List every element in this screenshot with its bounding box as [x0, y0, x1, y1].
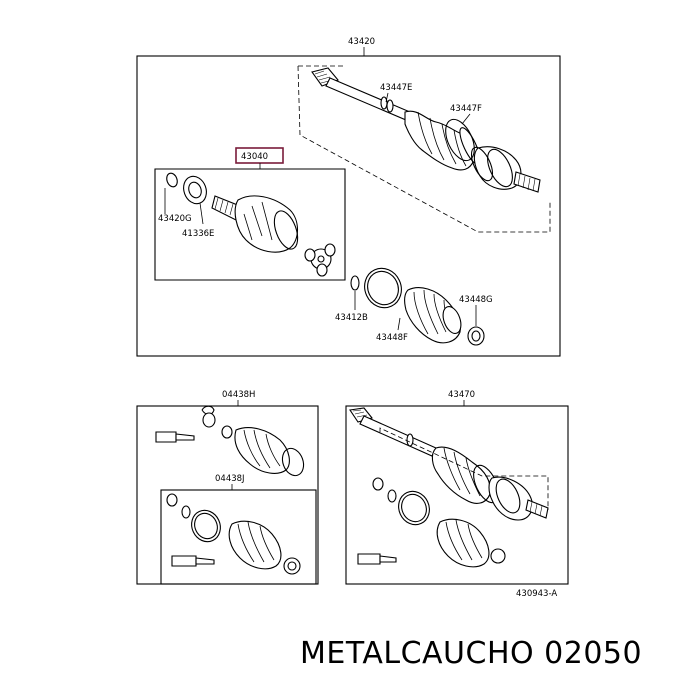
inner-joint-frame: [154, 168, 346, 281]
label-43040: 43040: [241, 152, 268, 162]
inner-cv-housing: [211, 195, 299, 253]
label-43447F: 43447F: [450, 104, 482, 114]
label-43447E: 43447E: [380, 83, 412, 93]
label-43448F: 43448F: [376, 333, 408, 343]
top-frame: [136, 55, 561, 357]
label-43448G: 43448G: [459, 295, 493, 305]
label-43420G: 43420G: [158, 214, 192, 224]
highlight-box-43040: [235, 147, 284, 164]
outer-cv-joint: [470, 146, 541, 193]
bottom-right-panel: 43470 430943-A: [345, 390, 569, 599]
label-43420: 43420: [348, 37, 375, 47]
kit-frame-inner: [160, 489, 317, 585]
label-430943-A: 430943-A: [516, 589, 557, 599]
label-04438J: 04438J: [215, 474, 245, 484]
label-04438H: 04438H: [222, 390, 255, 400]
top-panel: 43420 43447E 43447F: [136, 37, 561, 357]
inner-boot-43448F: [404, 287, 462, 344]
alt-assembly-frame: [345, 405, 569, 585]
drive-shaft: [311, 67, 411, 121]
label-43470: 43470: [448, 390, 475, 400]
seal-ring: [166, 172, 207, 205]
clamp-ring-43412B: [350, 267, 402, 309]
label-43412B: 43412B: [335, 313, 368, 323]
label-41336E: 41336E: [182, 229, 214, 239]
tripod: [304, 243, 336, 277]
boot-clamp-43448G: [467, 326, 485, 346]
outer-boot: [404, 110, 481, 171]
brand-part-number: METALCAUCHO 02050: [300, 636, 643, 671]
bottom-left-panel: 04438H 04438J: [136, 390, 319, 585]
